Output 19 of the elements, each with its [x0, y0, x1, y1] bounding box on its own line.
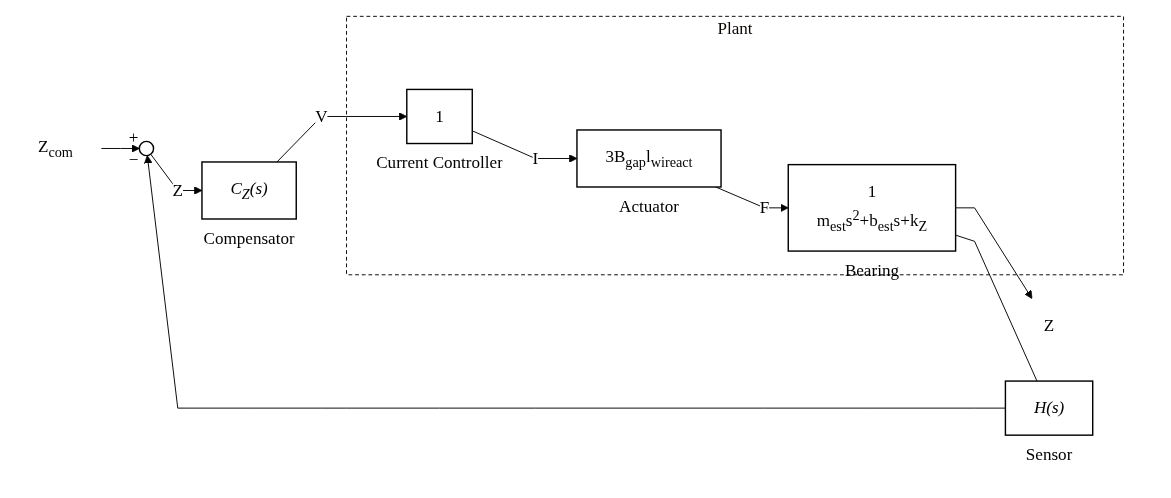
node-box: 1	[406, 88, 473, 145]
node-label: −	[128, 149, 139, 169]
node-box: C$_{Z}$(s)	[201, 161, 297, 220]
edge-label: F	[759, 197, 770, 217]
node-label: Current Controller	[376, 153, 503, 172]
node-text: Z$_{com}$	[37, 137, 73, 160]
edge-label: Z	[172, 180, 183, 200]
node-label: Sensor	[1025, 444, 1073, 464]
node-label: +	[128, 127, 139, 147]
node-circle	[138, 140, 155, 157]
edge-label: I	[532, 148, 539, 168]
edge-label: V	[315, 106, 328, 126]
node-box: 3B$_{gap}$l$_{wireact}$	[576, 129, 722, 188]
node-box: H(s)	[1004, 380, 1094, 436]
connector	[955, 234, 1038, 382]
node-box: 1 m$_{est}$s$^{2}$+b$_{est}$s+k$_{Z}$	[787, 163, 957, 252]
node-label: Actuator	[619, 196, 679, 216]
node-label: Compensator	[203, 228, 295, 248]
node-text: Z	[1043, 315, 1055, 335]
